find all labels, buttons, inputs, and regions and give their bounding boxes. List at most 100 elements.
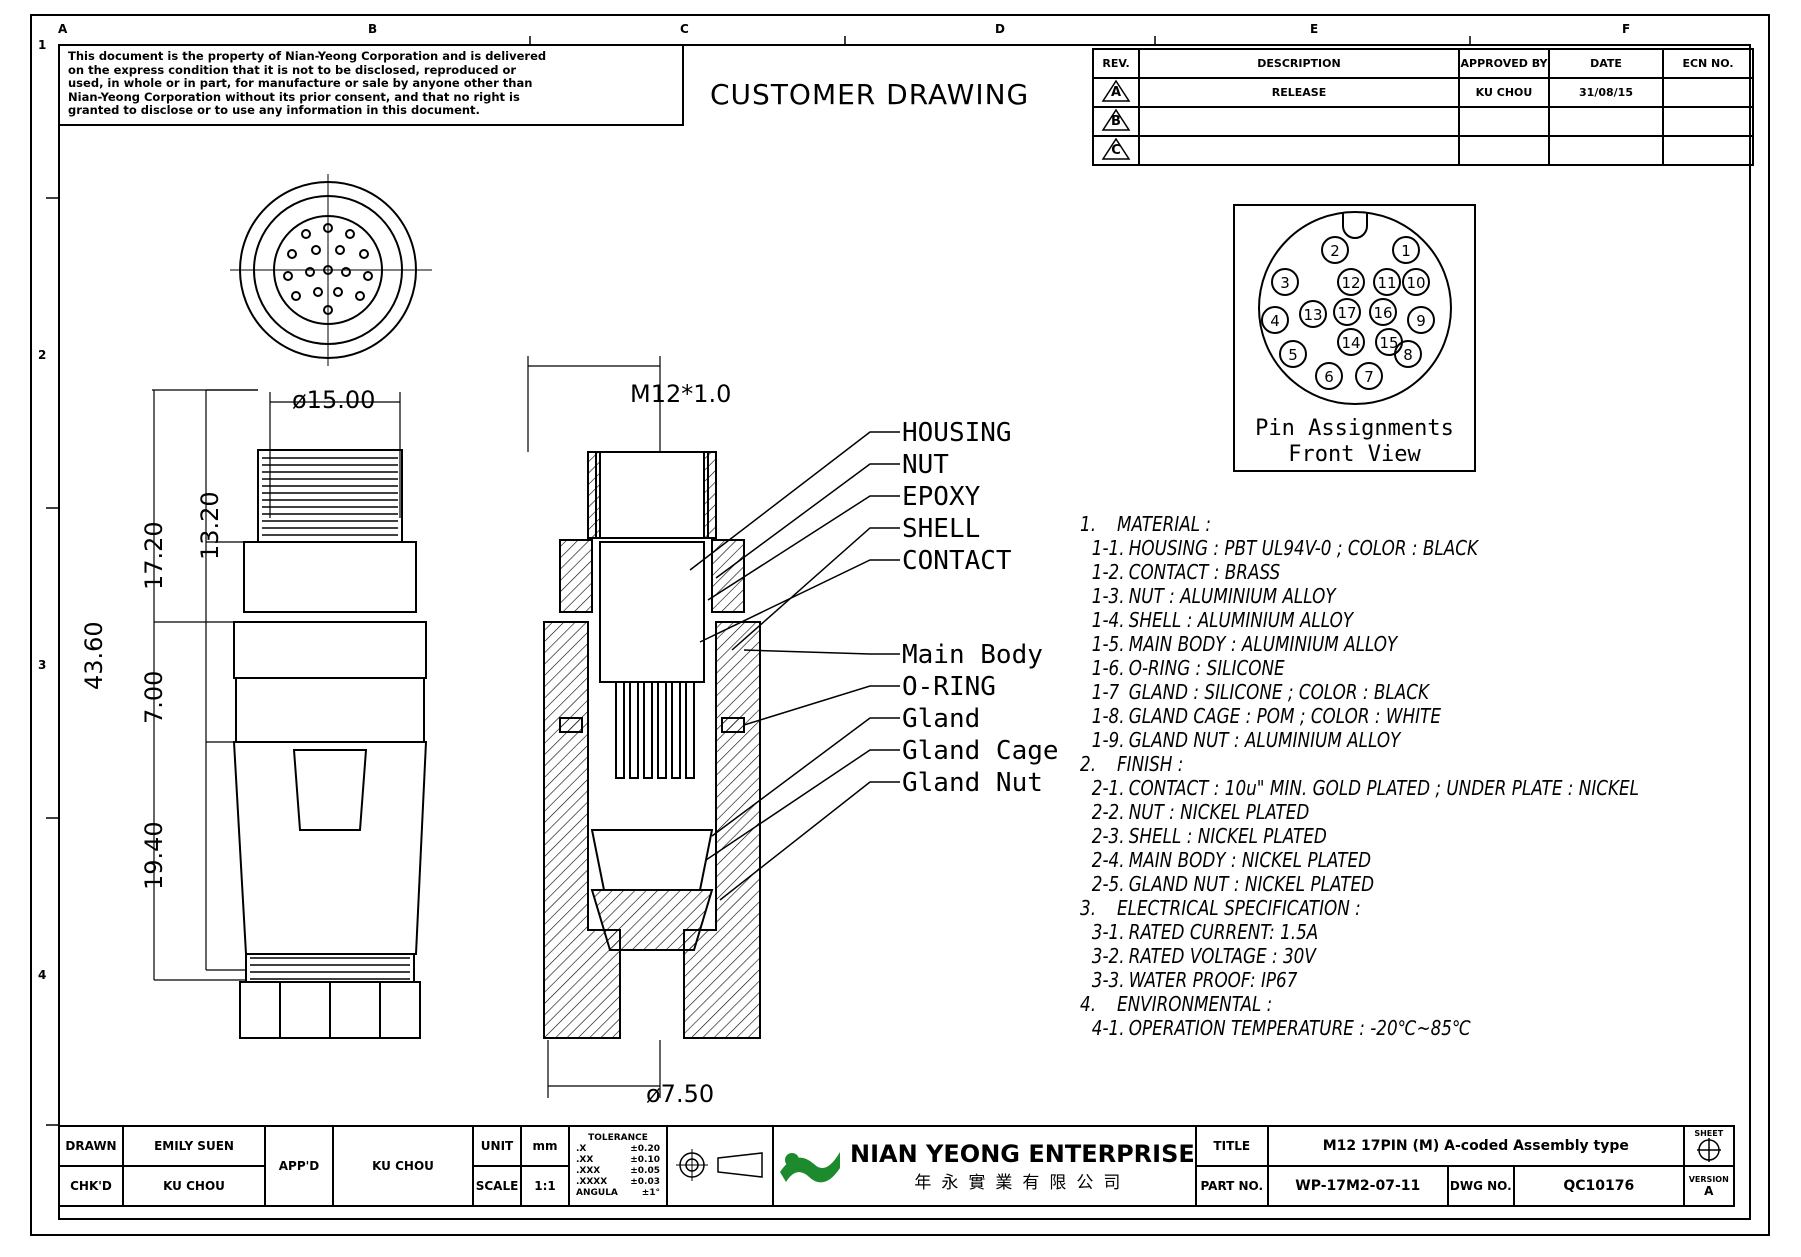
spec-item: 2-5.GLAND NUT : NICKEL PLATED (1080, 872, 1639, 896)
notice-line: This document is the property of Nian-Ye… (68, 49, 547, 63)
pin-caption-line1: Pin Assignments (1255, 416, 1454, 441)
pin-7: 7 (1355, 362, 1383, 390)
callout-epoxy: EPOXY (902, 482, 981, 512)
spec-number: 1-9. (1091, 728, 1125, 752)
zone-column-a: A (58, 22, 68, 36)
revision-triangle-icon: B (1101, 108, 1131, 132)
spec-text: RATED VOLTAGE : 30V (1128, 944, 1316, 968)
tolerance-value: ±0.10 (630, 1155, 660, 1165)
contact-pin (671, 681, 681, 779)
spec-text: O-RING : SILICONE (1128, 656, 1285, 680)
company-name-cn: 年永實業有限公司 (914, 1172, 1131, 1193)
end-view-pin (283, 271, 293, 281)
revision-triangle-icon: C (1101, 137, 1131, 161)
unit-label: UNIT (472, 1125, 522, 1167)
zone-column-c: C (680, 22, 689, 36)
pin-number: 9 (1416, 312, 1426, 330)
pin-number: 11 (1377, 274, 1396, 292)
dim-thread: M12*1.0 (630, 380, 732, 408)
end-view-pin (311, 245, 321, 255)
spec-text: CONTACT : BRASS (1128, 560, 1281, 584)
spec-text: MAIN BODY : NICKEL PLATED (1128, 848, 1372, 872)
spec-number: 3-2. (1091, 944, 1125, 968)
spec-item: 2-2.NUT : NICKEL PLATED (1080, 800, 1639, 824)
callout-shell: SHELL (902, 514, 981, 544)
ecn-cell (1662, 77, 1754, 108)
date-cell (1548, 135, 1664, 166)
pin-2: 2 (1321, 236, 1349, 264)
spec-number: 1. (1080, 512, 1097, 536)
checked-label: CHK'D (58, 1165, 124, 1207)
pin-4: 4 (1261, 306, 1289, 334)
pin-1: 1 (1392, 236, 1420, 264)
date-header: DATE (1548, 48, 1664, 79)
pin-6: 6 (1315, 362, 1343, 390)
callout-leaders (689, 431, 900, 901)
spec-number: 1-4. (1091, 608, 1125, 632)
end-view-pin (359, 249, 369, 259)
spec-item: 3-3.WATER PROOF: IP67 (1080, 968, 1639, 992)
spec-item: 2.FINISH : (1080, 752, 1639, 776)
approved-by-cell: KU CHOU (1458, 77, 1550, 108)
title-block: DRAWN EMILY SUEN APP'D KU CHOU UNIT mm T… (58, 1125, 1735, 1207)
tolerance-cell: TOLERANCE .X±0.20.XX±0.10.XXX±0.05.XXXX±… (568, 1125, 668, 1207)
section-view (543, 451, 761, 1039)
revision-table: REV. DESCRIPTION APPROVED BY DATE ECN NO… (1092, 48, 1754, 166)
pin-number: 5 (1288, 346, 1298, 364)
spec-number: 2. (1080, 752, 1097, 776)
spec-text: GLAND : SILICONE ; COLOR : BLACK (1128, 680, 1430, 704)
spec-text: ENVIRONMENTAL : (1116, 992, 1273, 1016)
tolerance-value: ±0.03 (630, 1177, 660, 1187)
dim-length-lower: 19.40 (140, 821, 168, 890)
specification-list: 1.MATERIAL :1-1.HOUSING : PBT UL94V-0 ; … (1080, 512, 1639, 1040)
description-header: DESCRIPTION (1138, 48, 1460, 79)
spec-text: GLAND NUT : NICKEL PLATED (1128, 872, 1375, 896)
dim-diameter-cable: ø7.50 (646, 1080, 715, 1108)
end-view-pin (287, 249, 297, 259)
callout-o-ring: O-RING (902, 672, 996, 702)
spec-item: 4.ENVIRONMENTAL : (1080, 992, 1639, 1016)
notice-line: Nian-Yeong Corporation without its prior… (68, 89, 520, 104)
spec-text: SHELL : ALUMINIUM ALLOY (1128, 608, 1354, 632)
dim-length-total: 43.60 (80, 621, 108, 690)
end-view-pin (333, 287, 343, 297)
inner-frame (58, 44, 1751, 1220)
pin-number: 2 (1330, 242, 1340, 260)
contact-pin (657, 681, 667, 779)
rev-cell: C (1092, 135, 1140, 166)
zone-row-4: 4 (38, 968, 47, 982)
contact-pin (629, 681, 639, 779)
spec-number: 1-3. (1091, 584, 1125, 608)
spec-item: 1-8.GLAND CAGE : POM ; COLOR : WHITE (1080, 704, 1639, 728)
end-view-pin (345, 229, 355, 239)
dwg-value: QC10176 (1512, 1165, 1685, 1207)
tolerance-row: .XXXX ±0.03 (570, 1177, 666, 1188)
spec-item: 1-6.O-RING : SILICONE (1080, 656, 1639, 680)
callout-contact: CONTACT (902, 546, 1012, 576)
spec-item: 1-1.HOUSING : PBT UL94V-0 ; COLOR : BLAC… (1080, 536, 1639, 560)
projection-symbol-cell (666, 1125, 774, 1207)
approved-value: KU CHOU (332, 1125, 474, 1207)
title-label: TITLE (1194, 1125, 1269, 1167)
end-view-pin (341, 267, 351, 277)
tolerance-row: .XX±0.10 (570, 1155, 666, 1166)
end-view-pin (323, 265, 333, 275)
approved-by-header: APPROVED BY (1458, 48, 1550, 79)
spec-item: 1-4.SHELL : ALUMINIUM ALLOY (1080, 608, 1639, 632)
tolerance-row: .XXX±0.05 (570, 1166, 666, 1177)
spec-item: 3-1.RATED CURRENT: 1.5A (1080, 920, 1639, 944)
spec-text: MAIN BODY : ALUMINIUM ALLOY (1128, 632, 1398, 656)
end-view-pin (335, 245, 345, 255)
pin-17: 17 (1333, 298, 1361, 326)
tolerance-key: .XXXX (576, 1177, 608, 1187)
pin-number: 8 (1403, 346, 1413, 364)
spec-number: 1-6. (1091, 656, 1125, 680)
ecn-header: ECN NO. (1662, 48, 1754, 79)
version-label: VERSION (1688, 1174, 1729, 1184)
description-cell (1138, 106, 1460, 137)
end-view-pin (363, 271, 373, 281)
end-view-pin (323, 305, 333, 315)
approved-by-cell (1458, 106, 1550, 137)
